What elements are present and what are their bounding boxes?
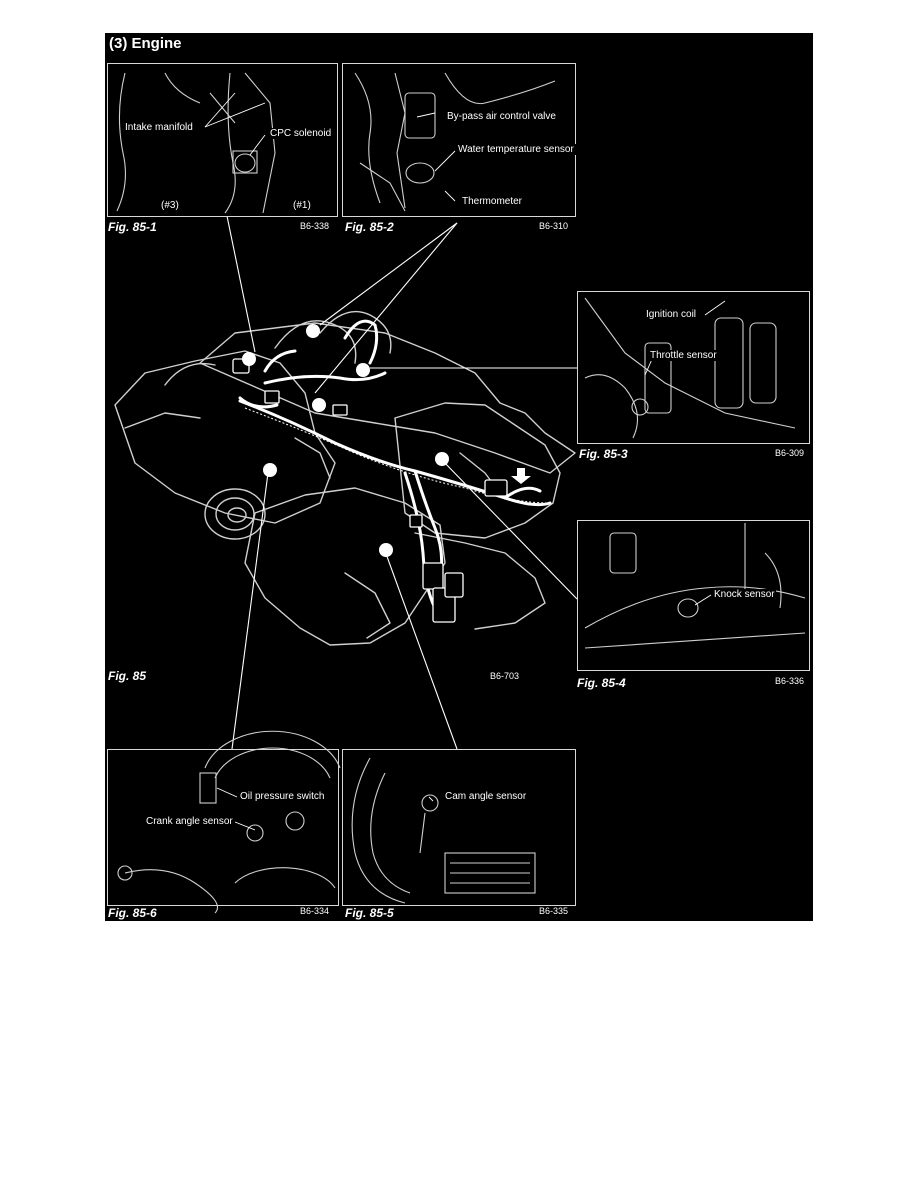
figure-85-5-caption: Fig. 85-5 [345, 906, 394, 920]
figure-85-1-panel [107, 63, 338, 217]
engine-lower-block [244, 487, 446, 646]
diagram-sheet: (3) Engine Intake manifold CPC solenoid … [105, 33, 813, 921]
figure-85-4-caption: Fig. 85-4 [577, 676, 626, 690]
label-cpc-solenoid: CPC solenoid [269, 128, 333, 139]
crank-pulley [204, 488, 266, 540]
figure-85-6-code: B6-334 [300, 906, 330, 916]
label-throttle-sensor: Throttle sensor [649, 350, 718, 361]
label-water-temperature-sensor: Water temperature sensor [457, 144, 577, 155]
label-oil-pressure-switch: Oil pressure switch [239, 791, 326, 802]
figure-85-code: B6-703 [490, 671, 520, 681]
figure-85-3-caption: Fig. 85-3 [579, 447, 628, 461]
label-cylinder-3: (#3) [160, 200, 180, 211]
figure-85-caption: Fig. 85 [108, 669, 147, 683]
figure-85-2-panel [342, 63, 576, 217]
label-cam-angle-sensor: Cam angle sensor [444, 791, 528, 802]
label-knock-sensor: Knock sensor [713, 589, 776, 600]
figure-85-3-code: B6-309 [775, 448, 805, 458]
engine-upper-block [199, 322, 576, 474]
label-bypass-air-control-valve: By-pass air control valve [446, 111, 557, 122]
wire-harness-main [238, 399, 552, 507]
figure-85-2-code: B6-310 [539, 221, 569, 231]
figure-85-3-panel [577, 291, 810, 444]
label-crank-angle-sensor: Crank angle sensor [145, 816, 234, 827]
figure-85-5-code: B6-335 [539, 906, 569, 916]
label-cylinder-1: (#1) [292, 200, 312, 211]
label-intake-manifold: Intake manifold [124, 122, 194, 133]
figure-85-2-caption: Fig. 85-2 [345, 220, 394, 234]
figure-85-1-code: B6-338 [300, 221, 330, 231]
figure-85-4-panel [577, 520, 810, 671]
engine-right-head [394, 402, 561, 539]
figure-85-6-panel [107, 749, 339, 906]
page-title: (3) Engine [109, 35, 182, 52]
engine-illustration [114, 72, 806, 914]
figure-85-5-panel [342, 749, 576, 906]
label-ignition-coil: Ignition coil [645, 309, 698, 320]
figure-85-4-code: B6-336 [775, 676, 805, 686]
label-thermometer: Thermometer [461, 196, 524, 207]
figure-85-6-caption: Fig. 85-6 [108, 906, 157, 920]
figure-85-1-caption: Fig. 85-1 [108, 220, 157, 234]
